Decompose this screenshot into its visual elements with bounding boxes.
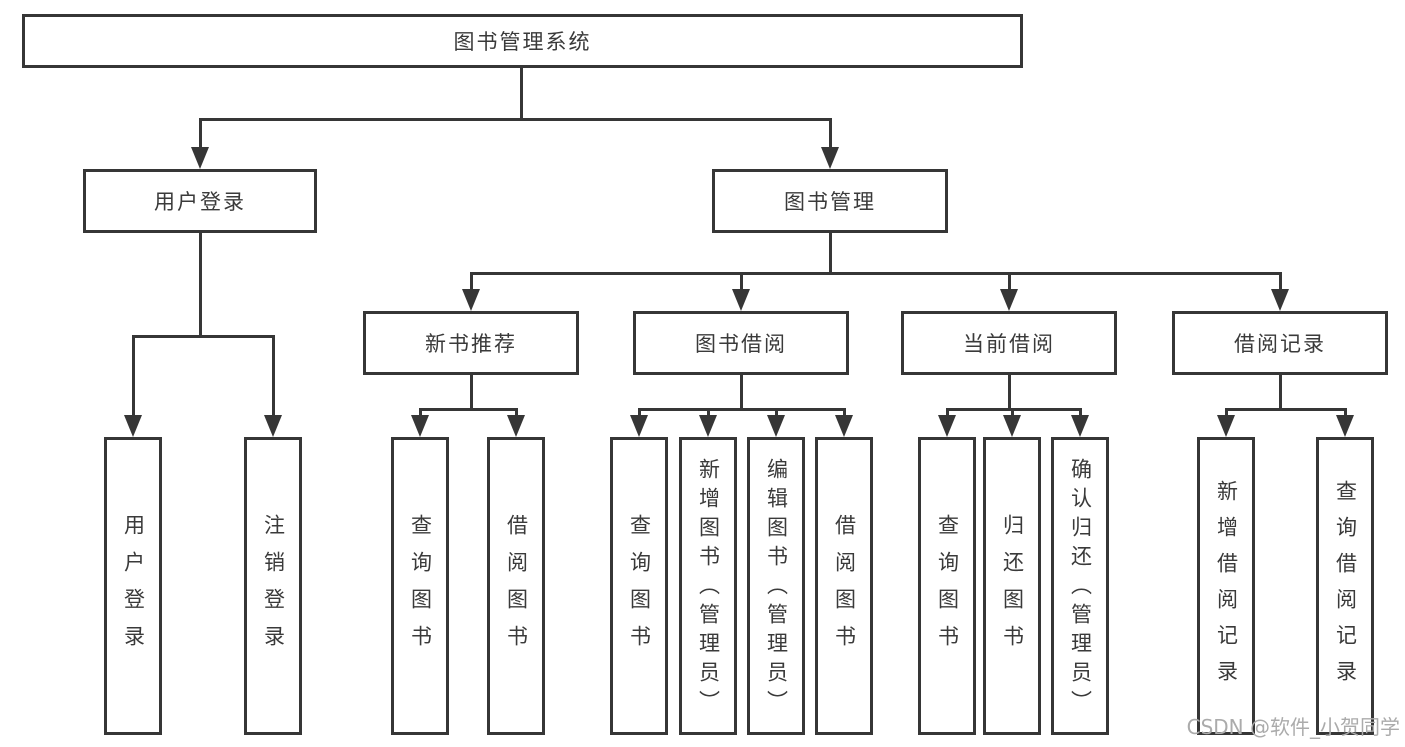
arrow-down-icon xyxy=(1071,415,1089,437)
arrow-down-icon xyxy=(938,415,956,437)
node-book-borrow: 图书借阅 xyxy=(633,311,849,375)
arrow-down-icon xyxy=(835,415,853,437)
leaf-query-borrow-record: 查询借阅记录 xyxy=(1316,437,1374,735)
leaf-borrow-books: 借阅图书 xyxy=(815,437,873,735)
connector-leaf-stem xyxy=(638,408,641,417)
connector-g2-rail xyxy=(419,408,518,411)
connector-leaf-stem xyxy=(1225,408,1228,417)
arrow-down-icon xyxy=(1217,415,1235,437)
leaf-query-books-borrow: 查询图书 xyxy=(610,437,668,735)
leaf-add-books-admin: 新增图书（管理员） xyxy=(679,437,737,735)
leaf-return-books: 归还图书 xyxy=(983,437,1041,735)
connector-leaf-stem xyxy=(707,408,710,417)
connector-leaf-stem xyxy=(775,408,778,417)
connector-leaf-stem xyxy=(515,408,518,417)
connector-leaf-stem xyxy=(1011,408,1014,417)
arrow-down-icon xyxy=(732,289,750,311)
connector-userlogin-down xyxy=(199,233,202,337)
leaf-query-books-recommend: 查询图书 xyxy=(391,437,449,735)
leaf-borrow-books-recommend: 借阅图书 xyxy=(487,437,545,735)
node-new-book-recommend: 新书推荐 xyxy=(363,311,579,375)
connector-level3-rail xyxy=(470,272,1281,275)
connector-bookmgmt-stem xyxy=(829,118,832,149)
leaf-edit-books-admin: 编辑图书（管理员） xyxy=(747,437,805,735)
connector-l3-stem xyxy=(1279,272,1282,291)
arrow-down-icon xyxy=(630,415,648,437)
connector-leaf-stem xyxy=(1079,408,1082,417)
arrow-down-icon xyxy=(124,415,142,437)
arrow-down-icon xyxy=(462,289,480,311)
connector-leaf-stem xyxy=(1344,408,1347,417)
arrow-down-icon xyxy=(767,415,785,437)
connector-userlogin-rail xyxy=(132,335,274,338)
arrow-down-icon xyxy=(821,147,839,169)
connector-l3-stem xyxy=(740,272,743,291)
connector-level2-rail xyxy=(199,118,832,121)
connector-g4-down xyxy=(1008,375,1011,411)
arrow-down-icon xyxy=(1336,415,1354,437)
node-borrow-records: 借阅记录 xyxy=(1172,311,1388,375)
leaf-confirm-return-admin: 确认归还（管理员） xyxy=(1051,437,1109,735)
connector-l3-stem xyxy=(1008,272,1011,291)
connector-leaf-stem xyxy=(843,408,846,417)
connector-bookmgmt-down xyxy=(829,233,832,275)
connector-l3-stem xyxy=(470,272,473,291)
connector-g2-down xyxy=(470,375,473,411)
connector-g5-down xyxy=(1279,375,1282,411)
arrow-down-icon xyxy=(699,415,717,437)
node-book-management: 图书管理 xyxy=(712,169,948,233)
connector-leaf-stem xyxy=(419,408,422,417)
node-current-borrow: 当前借阅 xyxy=(901,311,1117,375)
connector-leaf-stem xyxy=(132,335,135,416)
connector-leaf-stem xyxy=(946,408,949,417)
arrow-down-icon xyxy=(191,147,209,169)
leaf-add-borrow-record: 新增借阅记录 xyxy=(1197,437,1255,735)
connector-leaf-stem xyxy=(272,335,275,416)
leaf-query-books-current: 查询图书 xyxy=(918,437,976,735)
arrow-down-icon xyxy=(1000,289,1018,311)
connector-g5-rail xyxy=(1225,408,1347,411)
arrow-down-icon xyxy=(1271,289,1289,311)
connector-userlogin-stem xyxy=(199,118,202,149)
node-user-login: 用户登录 xyxy=(83,169,317,233)
leaf-logout: 注销登录 xyxy=(244,437,302,735)
node-library-management-system: 图书管理系统 xyxy=(22,14,1023,68)
connector-root-stem xyxy=(520,68,523,121)
arrow-down-icon xyxy=(264,415,282,437)
arrow-down-icon xyxy=(1003,415,1021,437)
connector-g3-rail xyxy=(638,408,845,411)
connector-g3-down xyxy=(740,375,743,411)
arrow-down-icon xyxy=(507,415,525,437)
leaf-user-login: 用户登录 xyxy=(104,437,162,735)
arrow-down-icon xyxy=(411,415,429,437)
csdn-watermark: CSDN @软件_小贺同学 xyxy=(1186,715,1400,739)
